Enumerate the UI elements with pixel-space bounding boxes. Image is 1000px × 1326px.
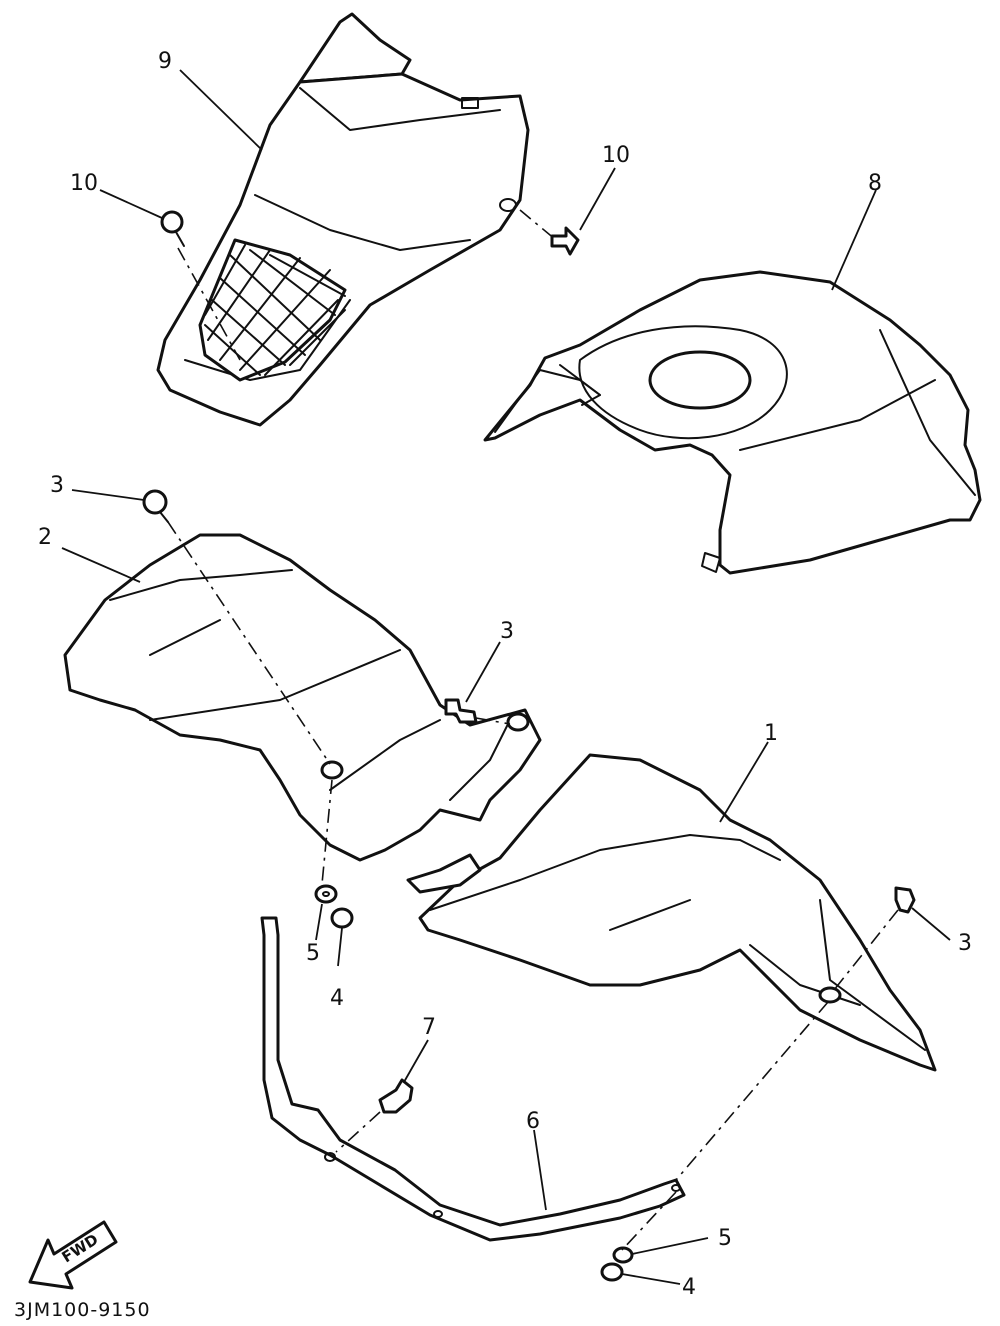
callout-1: 1 [764, 721, 778, 746]
part-5-washer-right [612, 1246, 634, 1264]
callout-10-right: 10 [602, 143, 630, 168]
callout-labels: 9 10 10 8 3 2 3 1 3 5 4 7 6 5 4 [38, 49, 972, 1300]
grille-mesh [204, 244, 346, 376]
callout-8: 8 [868, 171, 882, 196]
part-8-tank-cover [483, 270, 982, 575]
part-10-screw-left [160, 210, 185, 247]
callout-4-right: 4 [682, 1275, 696, 1300]
part-3-bolt-right [894, 886, 916, 914]
part-4-nut-right [600, 1262, 624, 1282]
part-10-screw-right [550, 226, 580, 256]
callout-7: 7 [422, 1015, 436, 1040]
callout-4-left: 4 [330, 986, 344, 1011]
leader-lines [61, 69, 951, 1285]
callout-10-left: 10 [70, 171, 98, 196]
part-3-bolt-middle [444, 698, 478, 724]
callout-3-top: 3 [50, 473, 64, 498]
forward-direction-arrow: FWD [28, 1220, 118, 1290]
part-2-front-fender [63, 533, 542, 862]
part-5-washer-left [314, 884, 338, 904]
callout-5-left: 5 [306, 941, 320, 966]
part-3-bolt-top [142, 489, 169, 523]
part-9-front-cover [156, 12, 530, 427]
callout-3-middle: 3 [500, 619, 514, 644]
callout-3-right: 3 [958, 931, 972, 956]
drawing-code: 3JM100-9150 [14, 1299, 151, 1321]
callout-5-right: 5 [718, 1226, 732, 1251]
part-4-nut-left [330, 907, 354, 929]
assembly-lines [167, 209, 899, 1251]
callout-2: 2 [38, 525, 52, 550]
callout-9: 9 [158, 49, 172, 74]
part-7-bolt [378, 1078, 414, 1114]
part-1-rear-fender [406, 753, 937, 1072]
callout-6: 6 [526, 1109, 540, 1134]
